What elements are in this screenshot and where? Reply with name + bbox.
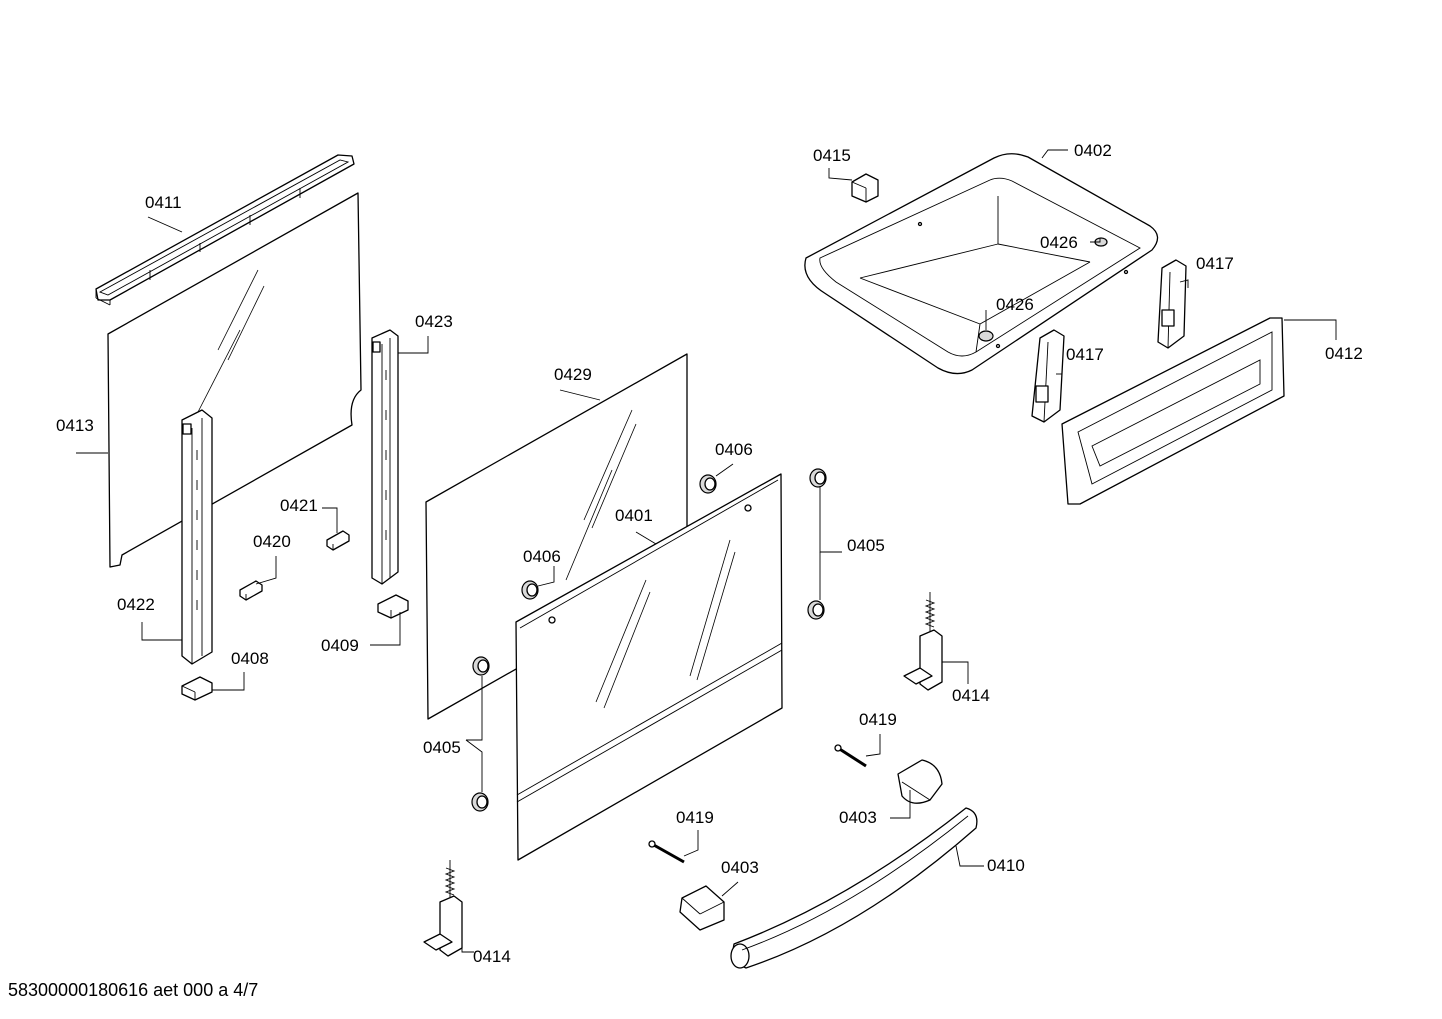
part-0405-bumper-c (472, 656, 490, 676)
label-0401: 0401 (615, 506, 653, 525)
part-0420-clip (239, 580, 263, 601)
part-0405-bumper-a (809, 468, 827, 488)
label-0405-b: 0405 (423, 738, 461, 757)
part-0423-right-rail (371, 329, 399, 585)
part-0422-left-rail (181, 409, 213, 665)
part-0403-cap-b (679, 885, 725, 931)
label-0419-b: 0419 (676, 808, 714, 827)
label-0403-b: 0403 (721, 858, 759, 877)
part-0414-hinge-b (423, 860, 463, 957)
label-0414-a: 0414 (952, 686, 990, 705)
label-0410: 0410 (987, 856, 1025, 875)
part-0414-hinge-a (903, 592, 943, 691)
label-0421: 0421 (280, 496, 318, 515)
part-0419-screw-b (648, 840, 685, 864)
label-0429: 0429 (554, 365, 592, 384)
part-0409-bracket (377, 594, 409, 619)
label-0405-a: 0405 (847, 536, 885, 555)
part-0419-screw-a (834, 744, 867, 768)
label-0408: 0408 (231, 649, 269, 668)
label-0417-b: 0417 (1066, 345, 1104, 364)
part-0405-bumper-d (471, 792, 489, 812)
part-labels: 0411 0413 0422 0408 0423 0421 0420 0409 … (56, 141, 1363, 966)
part-0402-tray (804, 153, 1159, 375)
label-0403-a: 0403 (839, 808, 877, 827)
leader-lines (76, 149, 1337, 953)
label-0406-b: 0406 (523, 547, 561, 566)
label-0417-a: 0417 (1196, 254, 1234, 273)
part-0410-handle (730, 807, 978, 969)
label-0426-b: 0426 (996, 295, 1034, 314)
label-0412: 0412 (1325, 344, 1363, 363)
part-0417-hinge-a (1157, 259, 1187, 349)
label-0415: 0415 (813, 146, 851, 165)
document-footer-code: 58300000180616 aet 000 a 4/7 (8, 980, 259, 1000)
label-0426-a: 0426 (1040, 233, 1078, 252)
label-0402: 0402 (1074, 141, 1112, 160)
label-0409: 0409 (321, 636, 359, 655)
label-0414-b: 0414 (473, 947, 511, 966)
label-0411: 0411 (145, 193, 182, 212)
part-0403-cap-a (897, 759, 943, 804)
part-0417-hinge-b (1031, 329, 1065, 423)
label-0406-a: 0406 (715, 440, 753, 459)
label-0422: 0422 (117, 595, 155, 614)
label-0423: 0423 (415, 312, 453, 331)
part-0412-drawer-front (1061, 317, 1285, 505)
part-0411-top-trim (95, 154, 355, 306)
part-0413-glass-panel (107, 192, 362, 568)
part-0421-clip (326, 530, 350, 551)
label-0413: 0413 (56, 416, 94, 435)
part-0415-clip (851, 173, 879, 203)
part-0408-bracket (181, 676, 213, 701)
label-0419-a: 0419 (859, 710, 897, 729)
part-0405-bumper-b (807, 600, 825, 620)
part-0406-bumper-b (521, 580, 539, 600)
label-0420: 0420 (253, 532, 291, 551)
part-0406-bumper-a (699, 474, 717, 494)
part-0401-door-glass (515, 473, 783, 861)
